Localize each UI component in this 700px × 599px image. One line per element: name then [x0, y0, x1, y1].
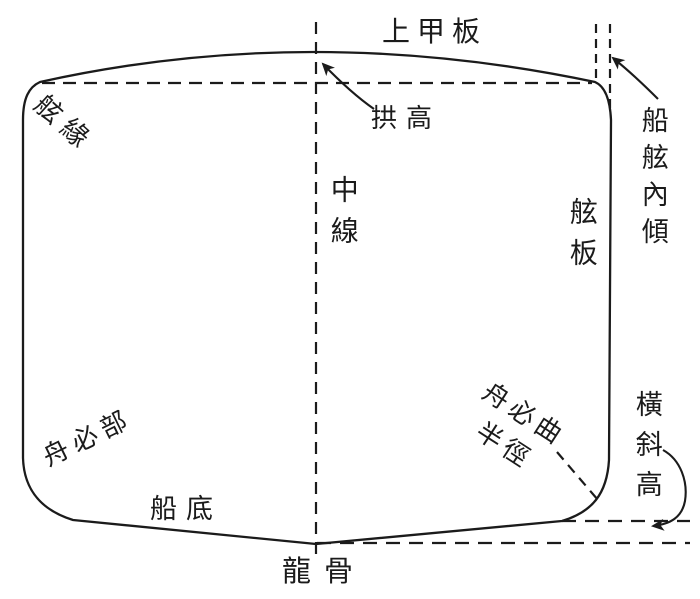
deck-label: 上甲板 [382, 17, 488, 48]
hull-outline [21, 50, 613, 546]
deadrise-label: 橫斜高 [631, 390, 662, 510]
tumblehome-label: 船舷內傾 [637, 106, 668, 254]
deadrise-arrow [651, 449, 687, 531]
centerline-label: 中線 [326, 175, 358, 257]
side-plank-label: 舷板 [565, 197, 597, 279]
camber-arrow [321, 62, 375, 110]
bottom-label: 船底 [150, 494, 222, 524]
tumblehome-arrow [611, 56, 659, 100]
camber-label: 拱高 [371, 104, 442, 133]
keel-label: 龍骨 [282, 556, 367, 588]
bilge-radius-leader-line [556, 451, 599, 501]
